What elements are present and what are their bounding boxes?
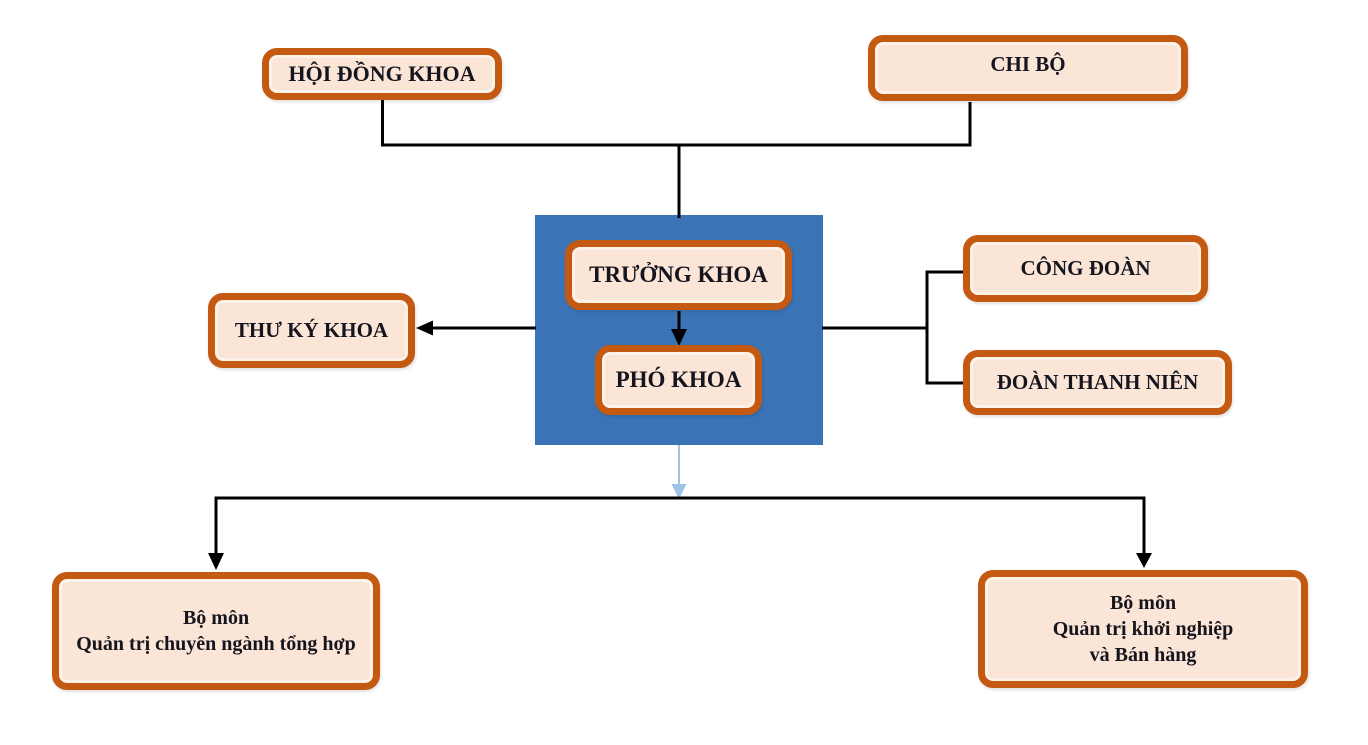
arrowhead-bo-mon-right <box>1136 553 1152 568</box>
node-doan-thanh-nien: ĐOÀN THANH NIÊN <box>963 350 1232 415</box>
node-hoi-dong-khoa: HỘI ĐỒNG KHOA <box>262 48 502 100</box>
node-bo-mon-khoi-nghiep-line1: Bộ môn <box>1109 592 1177 614</box>
node-bo-mon-khoi-nghiep-line3: và Bán hàng <box>1089 644 1197 666</box>
arrowhead-bo-mon-left <box>208 553 224 570</box>
node-doan-thanh-nien-label: ĐOÀN THANH NIÊN <box>996 370 1199 394</box>
node-bo-mon-khoi-nghiep-line2: Quản trị khởi nghiệp <box>1052 618 1234 640</box>
node-cong-doan: CÔNG ĐOÀN <box>963 235 1208 302</box>
node-bo-mon-khoi-nghiep: Bộ môn Quản trị khởi nghiệp và Bán hàng <box>978 570 1308 688</box>
node-bo-mon-tong-hop: Bộ môn Quản trị chuyên ngành tổng hợp <box>52 572 380 690</box>
node-thu-ky-khoa-label: THƯ KÝ KHOA <box>234 318 389 342</box>
node-chi-bo: CHI BỘ <box>868 35 1188 101</box>
node-bo-mon-tong-hop-line1: Bộ môn <box>182 607 250 629</box>
arrowhead-rail <box>671 484 687 499</box>
node-hoi-dong-khoa-label: HỘI ĐỒNG KHOA <box>288 61 476 86</box>
node-cong-doan-label: CÔNG ĐOÀN <box>1020 256 1151 280</box>
node-pho-khoa-label: PHÓ KHOA <box>615 367 742 392</box>
arrowhead-thu-ky <box>416 320 433 336</box>
node-truong-khoa-label: TRƯỞNG KHOA <box>589 262 768 287</box>
node-bo-mon-tong-hop-line2: Quản trị chuyên ngành tổng hợp <box>76 633 356 655</box>
node-truong-khoa: TRƯỞNG KHOA <box>565 240 792 310</box>
node-thu-ky-khoa: THƯ KÝ KHOA <box>208 293 415 368</box>
node-pho-khoa: PHÓ KHOA <box>595 345 762 415</box>
node-chi-bo-label: CHI BỘ <box>990 52 1066 76</box>
